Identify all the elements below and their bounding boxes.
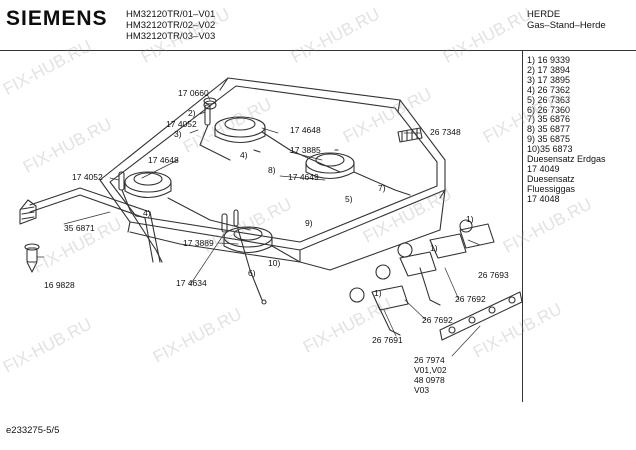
callout-label: 17 4634 bbox=[176, 278, 207, 288]
callout-label: 16 9828 bbox=[44, 280, 75, 290]
callout-label: 1) bbox=[430, 243, 438, 253]
parts-list: 1) 16 9339 2) 17 3894 3) 17 3895 4) 26 7… bbox=[527, 55, 606, 205]
callout-label: 3) bbox=[174, 129, 182, 139]
category-title: HERDE bbox=[527, 9, 561, 20]
burner-top-left bbox=[214, 116, 341, 173]
callout-label: 2) bbox=[188, 108, 196, 118]
valve-bracket bbox=[439, 291, 523, 341]
document-id: e233275-5/5 bbox=[6, 425, 60, 436]
igniter-parts bbox=[118, 100, 267, 305]
parts-list-item: 4) 26 7362 bbox=[527, 84, 571, 95]
callout-label: 17 4648 bbox=[290, 125, 321, 135]
gas-valves bbox=[349, 219, 495, 336]
parts-column-divider bbox=[522, 50, 523, 402]
callout-label: 7) bbox=[378, 183, 386, 193]
parts-list-item: Duesensatz bbox=[527, 173, 575, 184]
callout-label: V01,V02 bbox=[414, 365, 447, 375]
parts-list-item: 17 4049 bbox=[527, 163, 560, 174]
category-label: HERDE Gas–Stand–Herde bbox=[527, 9, 606, 31]
burner-top-right bbox=[305, 152, 411, 196]
callout-label: 5) bbox=[345, 194, 353, 204]
ignition-module bbox=[397, 127, 423, 143]
callout-label: 1) bbox=[374, 288, 382, 298]
parts-list-item: 17 4048 bbox=[527, 193, 560, 204]
callout-label: 48 0978 bbox=[414, 375, 445, 385]
callout-label: 26 7692 bbox=[422, 315, 453, 325]
parts-list-item: 7) 35 6876 bbox=[527, 114, 571, 125]
header-divider bbox=[0, 50, 636, 51]
model-list: HM32120TR/01–V01 HM32120TR/02–V02 HM3212… bbox=[126, 9, 215, 42]
parts-list-item: 2) 17 3894 bbox=[527, 64, 571, 75]
parts-list-item: 10)35 6873 bbox=[527, 144, 573, 155]
callout-label: V03 bbox=[414, 385, 430, 395]
callout-label: 26 7691 bbox=[372, 335, 403, 345]
model-number: HM32120TR/02–V02 bbox=[126, 20, 216, 31]
callout-label: 17 0660 bbox=[178, 88, 209, 98]
callout-label: 4) bbox=[240, 150, 248, 160]
callout-label: 17 3889 bbox=[183, 238, 214, 248]
callout-label: 26 7348 bbox=[430, 127, 461, 137]
callout-label: 26 7974 bbox=[414, 355, 445, 365]
callout-label: 17 3885 bbox=[290, 145, 321, 155]
parts-list-item: 6) 26 7360 bbox=[527, 104, 571, 115]
callout-label: 10) bbox=[268, 258, 281, 268]
model-number: HM32120TR/01–V01 bbox=[126, 9, 216, 20]
parts-list-item: 3) 17 3895 bbox=[527, 74, 571, 85]
callout-label: 17 4052 bbox=[72, 172, 103, 182]
callout-label: 9) bbox=[305, 218, 313, 228]
callout-label: 6) bbox=[248, 268, 256, 278]
callout-label: 26 7692 bbox=[455, 294, 486, 304]
callout-label: 35 6871 bbox=[64, 223, 95, 233]
model-number: HM32120TR/03–V03 bbox=[126, 31, 216, 42]
parts-list-item: Fluessiggas bbox=[527, 183, 576, 194]
category-subtitle: Gas–Stand–Herde bbox=[527, 20, 606, 31]
callout-label: 17 4052 bbox=[166, 119, 197, 129]
burner-bottom bbox=[223, 226, 301, 263]
callout-label: 17 4648 bbox=[148, 155, 179, 165]
parts-list-item: 9) 35 6875 bbox=[527, 134, 571, 145]
callout-label: 4) bbox=[143, 208, 151, 218]
callout-label: 1) bbox=[466, 214, 474, 224]
parts-list-item: 5) 26 7363 bbox=[527, 94, 571, 105]
callout-label: 26 7693 bbox=[478, 270, 509, 280]
callout-label: 8) bbox=[268, 165, 276, 175]
leader-lines bbox=[36, 93, 481, 357]
parts-list-item: Duesensatz Erdgas bbox=[527, 154, 606, 165]
parts-list-item: 1) 16 9339 bbox=[527, 55, 571, 65]
small-parts bbox=[24, 97, 339, 273]
parts-list-item: 8) 35 6877 bbox=[527, 124, 571, 135]
brand-logo: SIEMENS bbox=[6, 7, 108, 30]
callout-label: 17 4649 bbox=[288, 172, 319, 182]
burner-left bbox=[124, 171, 251, 231]
